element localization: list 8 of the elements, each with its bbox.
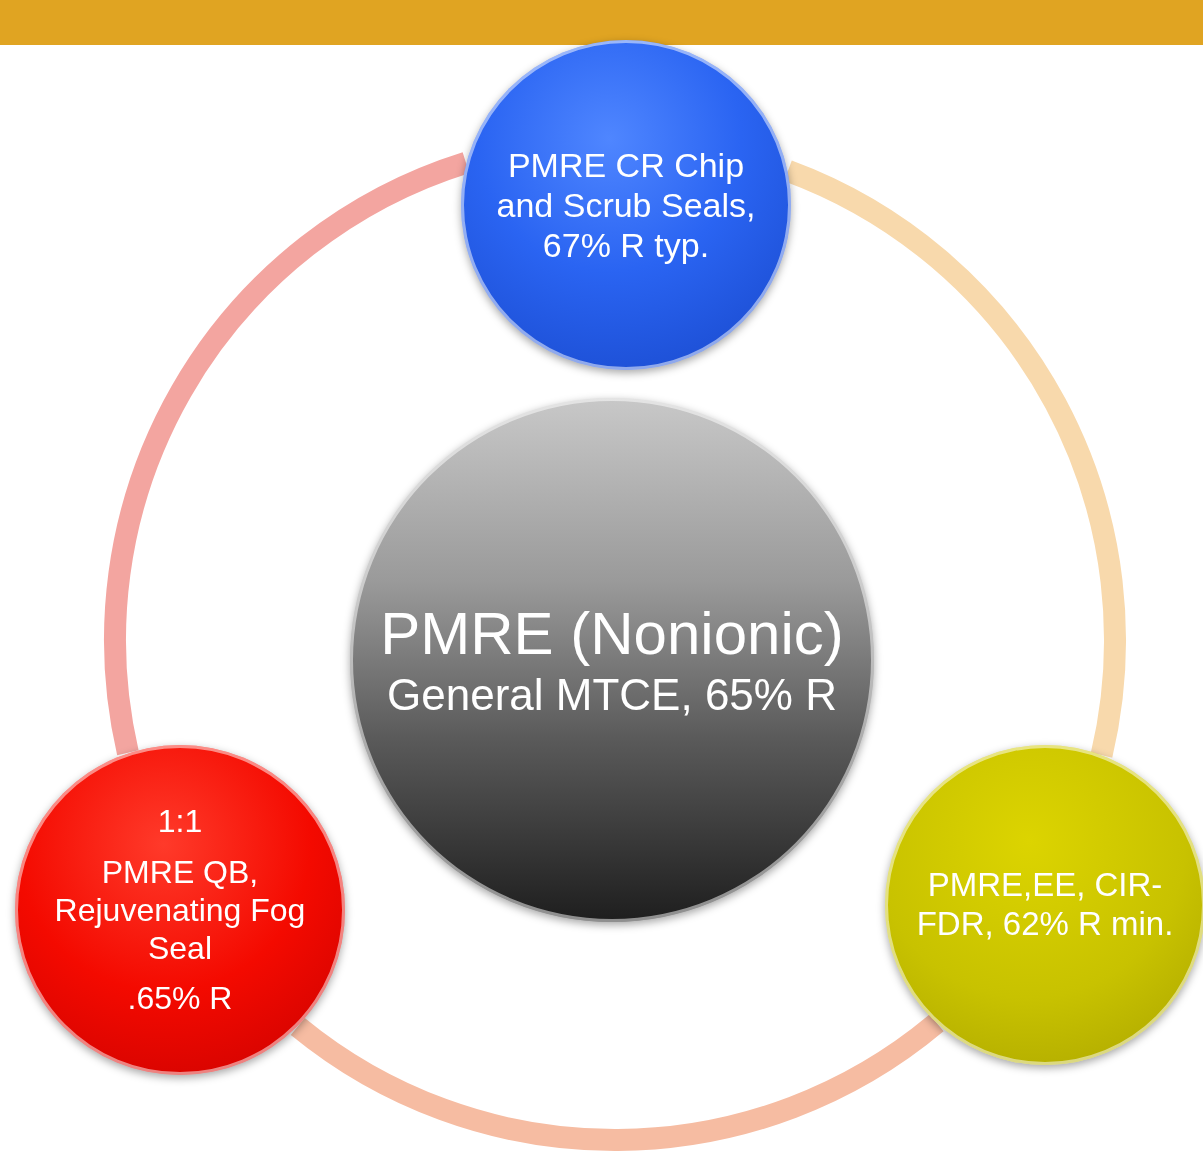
node-text: PMRE,EE, CIR-FDR, 62% R min. [915,866,1175,944]
node-heading: 1:1 [157,802,203,841]
node-text: .65% R [127,979,233,1018]
node-text: General MTCE, 65% R [387,669,837,722]
node-text: PMRE QB, Rejuvenating Fog Seal [53,854,307,968]
node-text: PMRE CR Chip and Scrub Seals, 67% R typ. [495,144,757,266]
ring-arc [291,1014,944,1151]
node-heading: PMRE (Nonionic) [380,598,844,669]
